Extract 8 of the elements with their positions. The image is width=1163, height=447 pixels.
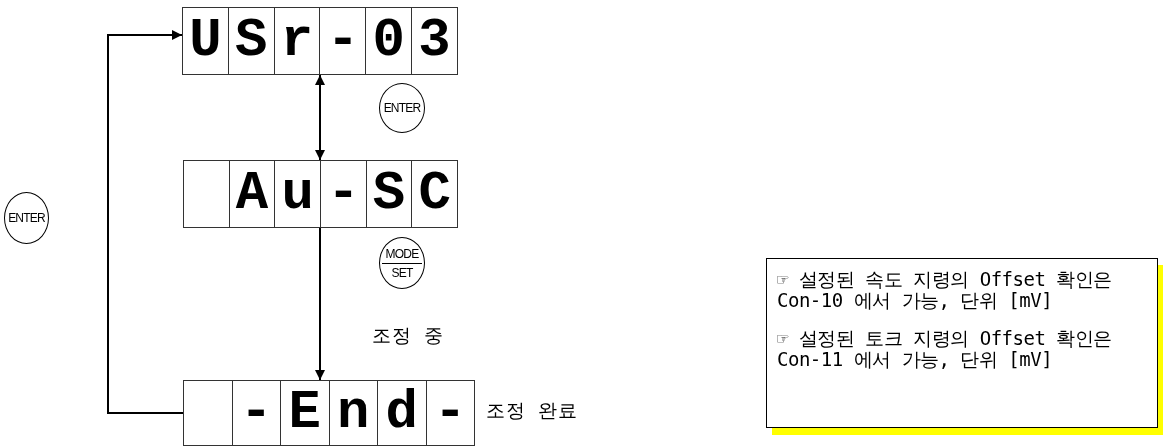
arrow <box>107 30 184 414</box>
button-circle: ENTER <box>4 192 49 244</box>
arrow <box>315 227 325 381</box>
status-text: 조정 중 <box>372 323 445 348</box>
button-circle: MODE SET <box>379 237 425 289</box>
arrow <box>315 74 325 161</box>
status-text: 조정 완료 <box>486 398 579 423</box>
button-circle: ENTER <box>379 83 425 133</box>
